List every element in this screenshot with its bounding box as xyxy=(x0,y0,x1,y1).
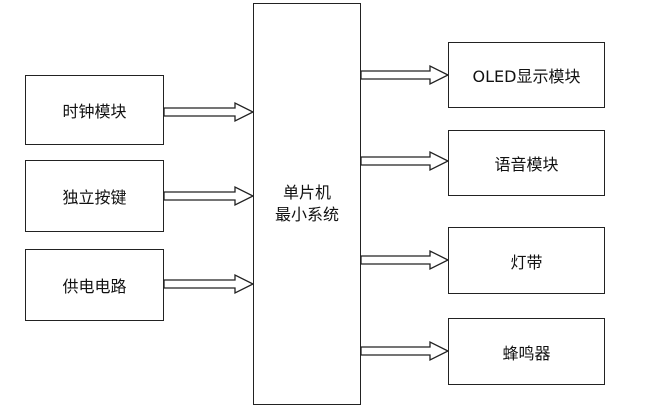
arrow-mcu-to-buzzer xyxy=(360,340,450,362)
output-label-light-strip: 灯带 xyxy=(510,252,543,272)
input-block-clock: 时钟模块 xyxy=(25,75,164,145)
output-block-light-strip: 灯带 xyxy=(448,227,605,294)
output-block-oled: OLED显示模块 xyxy=(448,42,605,108)
output-block-voice: 语音模块 xyxy=(448,130,605,196)
output-label-voice: 语音模块 xyxy=(494,155,559,174)
input-label-power: 供电电路 xyxy=(62,277,127,296)
input-block-power: 供电电路 xyxy=(25,249,164,321)
mcu-block: 单片机 最小系统 xyxy=(253,3,361,405)
output-label-buzzer: 蜂鸣器 xyxy=(502,343,551,363)
output-block-buzzer: 蜂鸣器 xyxy=(448,318,605,385)
arrow-mcu-to-voice xyxy=(360,150,450,172)
arrow-mcu-to-light-strip xyxy=(360,249,450,271)
input-label-buttons: 独立按键 xyxy=(62,188,127,207)
mcu-label-line2: 最小系统 xyxy=(274,205,339,224)
arrow-buttons-to-mcu xyxy=(163,185,255,207)
arrow-clock-to-mcu xyxy=(163,101,255,123)
input-label-clock: 时钟模块 xyxy=(62,102,127,121)
output-label-oled: OLED显示模块 xyxy=(472,67,581,86)
input-block-buttons: 独立按键 xyxy=(25,160,164,232)
arrow-mcu-to-oled xyxy=(360,64,450,86)
arrow-power-to-mcu xyxy=(163,273,255,295)
mcu-label-line1: 单片机 xyxy=(282,183,331,202)
